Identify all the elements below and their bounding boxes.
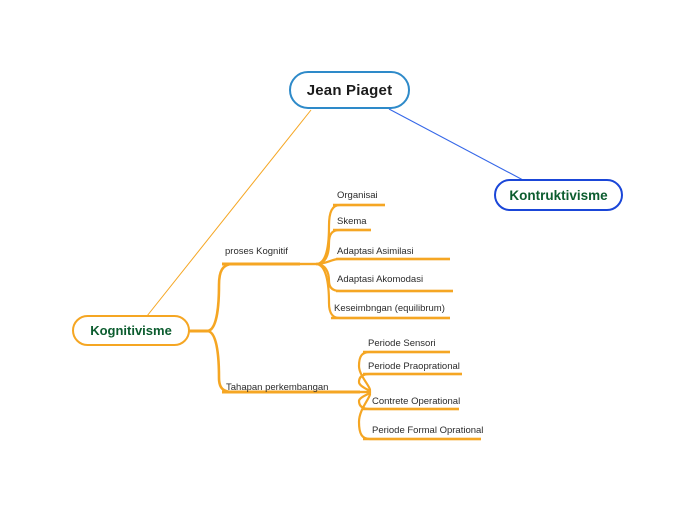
node-jean-piaget-label: Jean Piaget bbox=[306, 81, 393, 99]
node-jean-piaget[interactable]: Jean Piaget bbox=[289, 71, 410, 109]
branch-label-tahapan-perkembangan[interactable]: Tahapan perkembangan bbox=[226, 382, 329, 393]
leaf-periode-praoprational[interactable]: Periode Praoprational bbox=[368, 361, 460, 372]
leaf-contrete-operational[interactable]: Contrete Operational bbox=[372, 396, 461, 407]
edge-kognitivisme-to-proses-kognitif bbox=[206, 262, 300, 333]
leaf-periode-sensori[interactable]: Periode Sensori bbox=[368, 338, 436, 349]
node-kontruktivisme-label: Kontruktivisme bbox=[509, 187, 608, 203]
node-kontruktivisme[interactable]: Kontruktivisme bbox=[494, 179, 623, 211]
leaf-organisai[interactable]: Organisai bbox=[337, 190, 378, 201]
leaf-skema[interactable]: Skema bbox=[337, 216, 367, 227]
edge-proses-to-adaptasi-asimilasi bbox=[315, 257, 450, 266]
edge-root-to-kontruktivisme bbox=[388, 108, 524, 181]
leaf-periode-formal-oprational[interactable]: Periode Formal Oprational bbox=[372, 425, 484, 436]
node-kognitivisme-label: Kognitivisme bbox=[90, 323, 172, 338]
branch-label-proses-kognitif[interactable]: proses Kognitif bbox=[225, 246, 288, 257]
leaf-adaptasi-akomodasi[interactable]: Adaptasi Akomodasi bbox=[337, 274, 424, 285]
edge-tahapan-to-periode-praoprational bbox=[357, 372, 462, 394]
node-kognitivisme[interactable]: Kognitivisme bbox=[72, 315, 190, 346]
leaf-keseimbngan-equilibrum[interactable]: Keseimbngan (equilibrum) bbox=[334, 303, 445, 314]
edge-root-to-kognitivisme bbox=[146, 109, 312, 317]
leaf-adaptasi-asimilasi[interactable]: Adaptasi Asimilasi bbox=[337, 246, 414, 257]
